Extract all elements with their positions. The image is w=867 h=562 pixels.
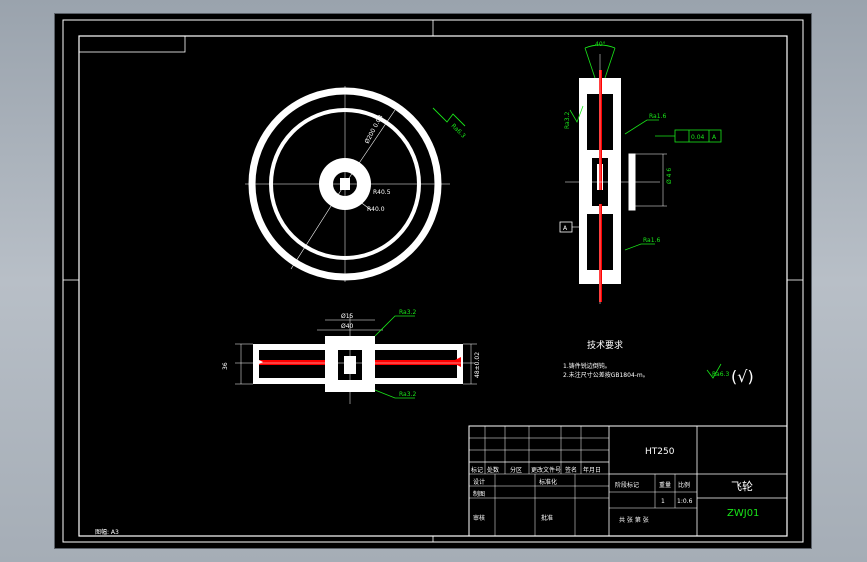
radius-outer-label: R40.5 xyxy=(373,189,391,196)
tb-scale-label: 比例 xyxy=(678,481,690,489)
tech-req-item-1: 1.铸件锐边倒钝。 xyxy=(563,362,611,370)
tech-req-item-2: 2.未注尺寸公差按GB1804-m。 xyxy=(563,371,649,379)
front-diameter-label: Ø200 0.08 xyxy=(364,114,385,145)
general-roughness-label: Ra6.3 xyxy=(712,371,729,378)
dim-36-label: 36 xyxy=(222,362,229,370)
tb-quantity: 1 xyxy=(661,498,665,505)
tb-weight: 重量 xyxy=(659,481,671,489)
tb-design: 设计 xyxy=(473,478,485,486)
side-roughness-left: Ra3.2 xyxy=(564,112,571,129)
tb-drafting: 制图 xyxy=(473,490,485,498)
tech-req-title: 技术要求 xyxy=(587,339,623,351)
technical-requirements: 技术要求 1.铸件锐边倒钝。 2.未注尺寸公差按GB1804-m。 xyxy=(563,339,649,379)
tb-label-change-doc: 更改文件号 xyxy=(531,466,561,474)
bottom-roughness-bottom: Ra3.2 xyxy=(399,391,416,398)
tb-label-date: 年月日 xyxy=(583,466,601,474)
bottom-roughness-top: Ra3.2 xyxy=(399,309,416,316)
dia-40-label: Ø40 xyxy=(341,323,354,330)
inner-frame-border xyxy=(78,35,788,537)
side-section-view: 40° Ra3.2 Ra1.6 Ra1.6 0.04 A Ø 4 6 A xyxy=(559,41,722,304)
side-roughness-right: Ra1.6 xyxy=(649,113,666,120)
tb-scale: 1:0.6 xyxy=(677,498,693,505)
sheet-size-label: 图幅: A3 xyxy=(95,528,119,536)
tolerance-value: 0.04 xyxy=(691,134,705,141)
tb-label-zone: 分区 xyxy=(510,466,522,474)
dim-48-label: 48±0.02 xyxy=(474,352,481,378)
tb-approve: 批准 xyxy=(541,514,553,522)
cad-drawing-viewport[interactable]: 图幅: A3 R40.0 R40.5 Ø200 0.08 Ra6.3 40° xyxy=(55,14,811,548)
tb-label-count: 处数 xyxy=(487,466,499,474)
side-dimension-label: Ø 4 6 xyxy=(666,168,673,184)
angle-label: 40° xyxy=(595,41,606,48)
bottom-section-view: Ø15 Ø40 36 48±0.02 Ra3.2 Ra3.2 xyxy=(222,309,481,404)
tb-sheets: 共 张 第 张 xyxy=(619,516,649,524)
drawing-canvas: 图幅: A3 R40.0 R40.5 Ø200 0.08 Ra6.3 40° xyxy=(62,19,804,543)
top-left-code-box xyxy=(78,35,186,53)
tb-part-name: 飞轮 xyxy=(731,479,753,493)
tb-label-mark: 标记 xyxy=(471,466,483,474)
tb-material: HT250 xyxy=(645,447,675,457)
radius-inner-label: R40.0 xyxy=(367,206,385,213)
tolerance-datum: A xyxy=(712,134,717,141)
title-block: 标记 处数 分区 更改文件号 签名 年月日 设计 标准化 制图 审核 批准 HT… xyxy=(468,425,788,537)
datum-a-box: A xyxy=(563,225,568,232)
general-roughness: Ra6.3 (√) xyxy=(706,363,754,386)
tb-stage-marks: 阶段标记 xyxy=(615,481,639,489)
tb-drawing-no: ZWJ01 xyxy=(727,508,759,519)
side-roughness-bottom: Ra1.6 xyxy=(643,237,660,244)
check-mark-label: (√) xyxy=(731,367,754,386)
tb-standardize: 标准化 xyxy=(539,478,557,486)
front-view: R40.0 R40.5 Ø200 0.08 Ra6.3 xyxy=(245,86,467,282)
tb-review: 审核 xyxy=(473,514,485,522)
tb-label-sign: 签名 xyxy=(565,466,577,474)
outer-sheet-border xyxy=(62,19,804,543)
dia-15-label: Ø15 xyxy=(341,313,354,320)
